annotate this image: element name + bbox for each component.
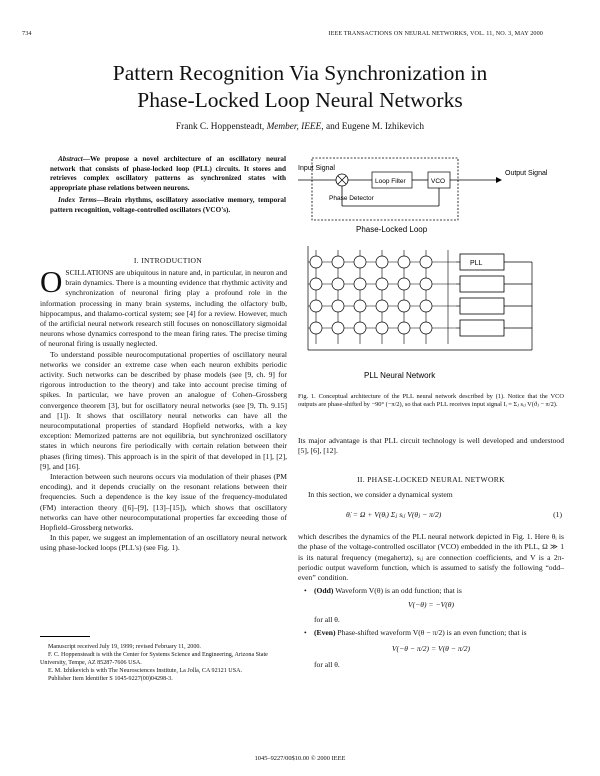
author-line: Frank C. Hoppensteadt, Member, IEEE, and… (0, 122, 600, 132)
even-for-all: for all θ. (314, 660, 340, 670)
author-1-role: Member, IEEE, (266, 122, 324, 132)
right-para-1: Its major advantage is that PLL circuit … (298, 436, 564, 456)
s2-para-2: which describes the dynamics of the PLL … (298, 532, 564, 583)
intro-para-1-text: SCILLATIONS are ubiquitous in nature and… (40, 268, 287, 349)
copyright-footer: 1045–9227/00$10.00 © 2000 IEEE (254, 755, 346, 762)
network-grid: PLL PLL Neural Network (307, 246, 533, 380)
network-title: PLL Neural Network (364, 371, 436, 380)
footnote-2: F. C. Hoppensteadt is with the Center fo… (40, 652, 268, 666)
index-terms-text: —Brain rhythms, oscillatory associative … (50, 196, 286, 214)
footnote-4: Publisher Item Identifier S 1045-9227(00… (48, 676, 173, 682)
loop-filter-label: Loop Filter (375, 178, 407, 185)
vco-label: VCO (431, 178, 445, 185)
abstract: Abstract—We propose a novel architecture… (50, 155, 286, 193)
journal-header: IEEE TRANSACTIONS ON NEURAL NETWORKS, VO… (328, 30, 543, 37)
pll-box-label: PLL (470, 260, 483, 267)
author-1: Frank C. Hoppensteadt, (175, 122, 265, 132)
equation-1-number: (1) (553, 510, 562, 520)
output-signal-label: Output Signal (505, 170, 548, 177)
even-label: (Even) (314, 627, 336, 637)
footnote-rule (40, 636, 90, 637)
drop-cap: O (40, 264, 63, 299)
intro-para-4: In this paper, we suggest an implementat… (40, 533, 287, 553)
input-signal-label: Input Signal (298, 165, 335, 172)
intro-para-2: To understand possible neurocomputationa… (40, 349, 287, 471)
index-terms: Index Terms—Brain rhythms, oscillatory a… (50, 196, 286, 215)
equation-1: θ̇ᵢ = Ω + V(θᵢ) Σⱼ sᵢⱼ V(θⱼ − π/2) (1) (298, 504, 564, 532)
paper-title: Pattern Recognition Via Synchronization … (0, 60, 600, 114)
pll-title: Phase-Locked Loop (356, 225, 428, 234)
pll-dashed-box (311, 157, 459, 221)
title-line-1: Pattern Recognition Via Synchronization … (112, 61, 488, 85)
odd-text: Waveform V(θ) is an odd function; that i… (335, 586, 462, 596)
index-terms-label: Index Terms (58, 196, 97, 205)
odd-condition: (Odd) Waveform V(θ) is an odd function; … (298, 586, 564, 596)
odd-equation: V(−θ) = −V(θ) (407, 600, 455, 610)
page-number: 734 (22, 30, 32, 37)
footnote-3: E. M. Izhikevich is with The Neuroscienc… (48, 668, 243, 674)
odd-for-all: for all θ. (314, 614, 340, 624)
output-arrow-icon (496, 177, 502, 183)
even-text: Phase-shifted waveform V(θ − π/2) is an … (337, 627, 527, 637)
phase-detector-label: Phase Detector (329, 195, 375, 202)
title-line-2: Phase-Locked Loop Neural Networks (137, 88, 463, 112)
abstract-label: Abstract (58, 155, 83, 163)
equation-1-body: θ̇ᵢ = Ω + V(θᵢ) Σⱼ sᵢⱼ V(θⱼ − π/2) (346, 510, 442, 520)
even-condition: (Even) Phase-shifted waveform V(θ − π/2)… (298, 628, 564, 638)
section-2-body: In this section, we consider a dynamical… (298, 490, 564, 670)
abstract-block: Abstract—We propose a novel architecture… (50, 155, 286, 219)
intro-para-3: Interaction between such neurons occurs … (40, 472, 287, 533)
abstract-text: —We propose a novel architecture of an o… (50, 155, 286, 192)
footnote-1: Manuscript received July 19, 1999; revis… (48, 644, 201, 650)
even-equation: V(−θ − π/2) = V(θ − π/2) (391, 644, 471, 654)
footnotes: Manuscript received July 19, 1999; revis… (40, 643, 287, 683)
right-para-1-text: Its major advantage is that PLL circuit … (298, 436, 564, 456)
figure-caption: Fig. 1. Conceptual architecture of the P… (298, 393, 564, 409)
odd-label: (Odd) (314, 586, 334, 596)
section-2-heading: II. PHASE-LOCKED NEURAL NETWORK (357, 475, 505, 484)
author-2: and Eugene M. Izhikevich (325, 122, 425, 132)
figure-1: Input Signal Phase Detector Loop Filter … (298, 157, 548, 380)
section-1-heading: I. INTRODUCTION (133, 256, 203, 265)
s2-para-1: In this section, we consider a dynamical… (308, 490, 453, 499)
